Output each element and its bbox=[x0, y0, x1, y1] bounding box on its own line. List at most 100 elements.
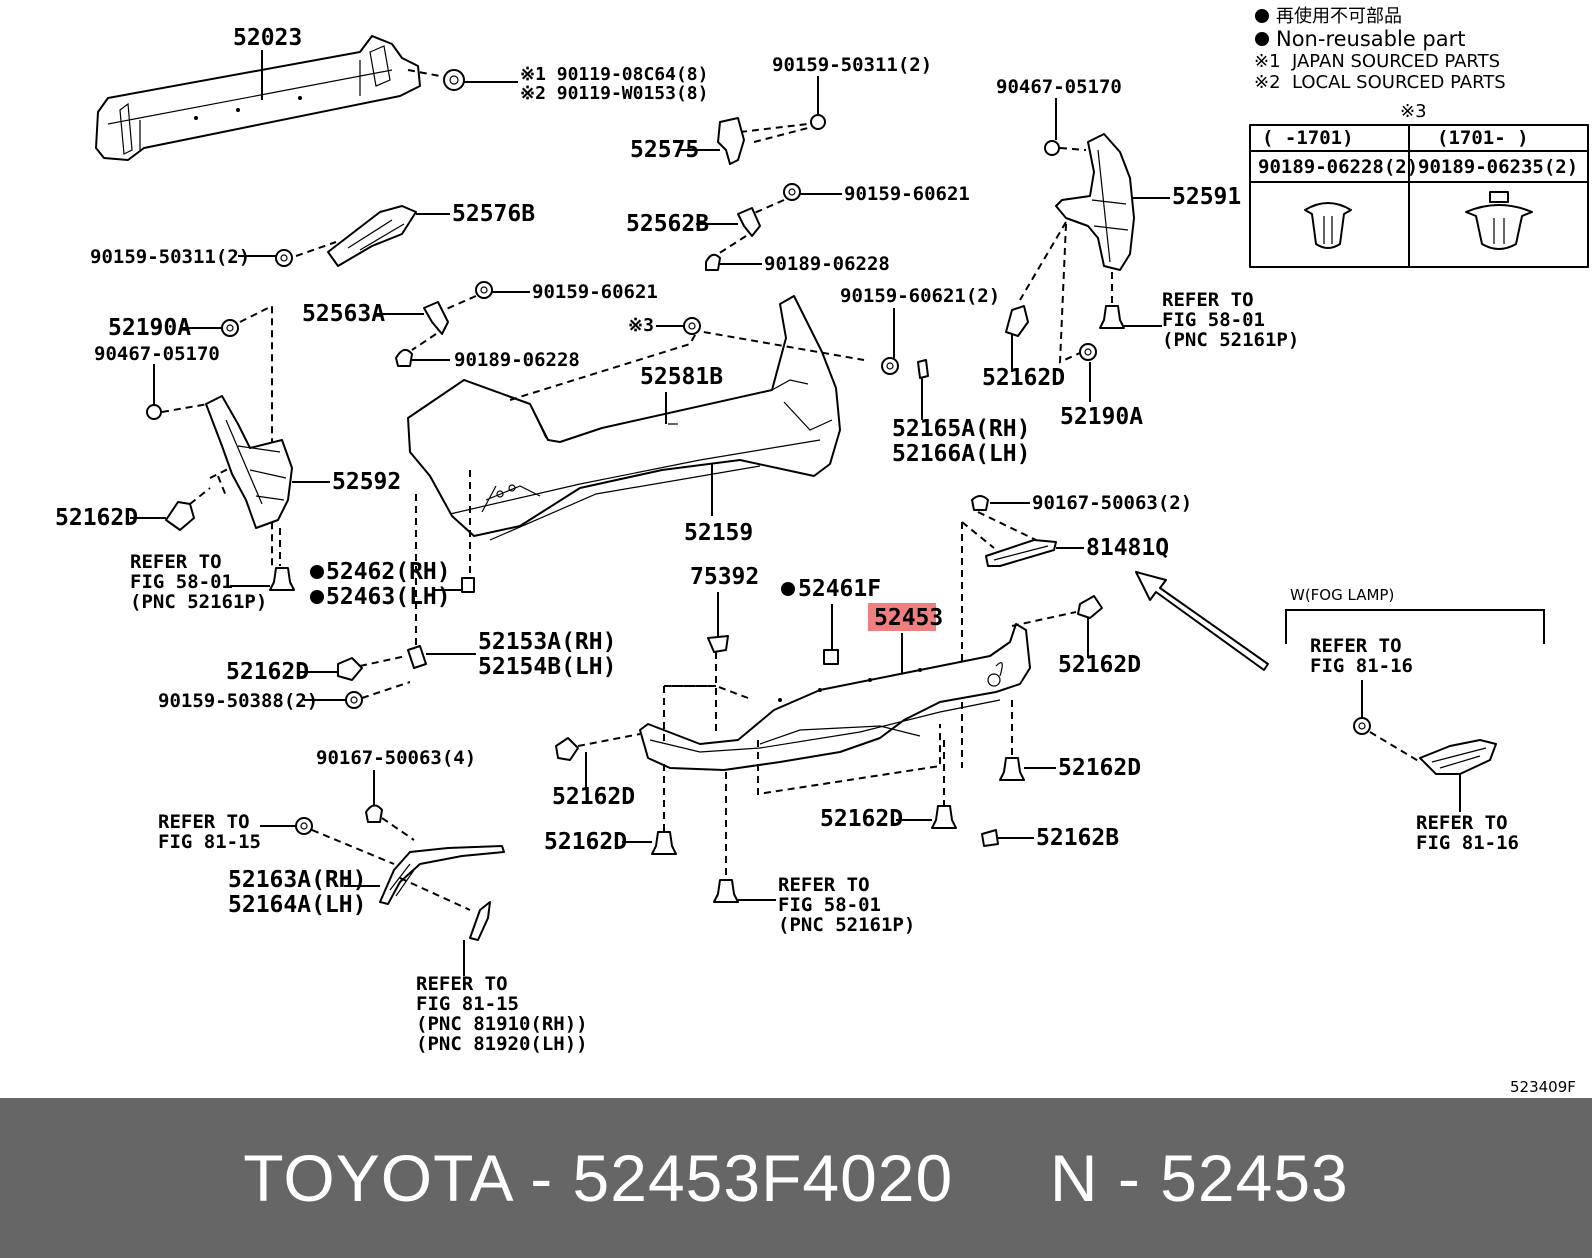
refer-81-16-bottom-line1: REFER TO bbox=[1416, 812, 1508, 834]
clip-icon bbox=[337, 657, 363, 681]
label-52592: 52592 bbox=[332, 469, 401, 495]
label-52162D-r2: 52162D bbox=[1058, 652, 1141, 678]
nonreusable-dot-icon bbox=[1255, 9, 1269, 23]
clip-icon bbox=[1099, 305, 1125, 329]
fog-lamp-housing bbox=[1419, 739, 1497, 775]
label-52159: 52159 bbox=[684, 520, 753, 546]
clip-icon bbox=[705, 253, 721, 271]
clip-icon bbox=[999, 757, 1025, 781]
legend-japan-sourced: JAPAN SOURCED PARTS bbox=[1291, 51, 1500, 72]
bolt-icon bbox=[475, 281, 493, 299]
mudguard-52592 bbox=[205, 395, 293, 529]
label-90159-50311-top: 90159-50311(2) bbox=[772, 54, 932, 76]
legend-mark3: ※3 bbox=[1400, 101, 1427, 122]
part-number-banner: TOYOTA - 52453F4020 N - 52453 bbox=[0, 1098, 1592, 1258]
bracket-52163A bbox=[379, 845, 505, 905]
bolt-icon bbox=[783, 183, 801, 201]
label-52153A: 52153A(RH) bbox=[478, 629, 616, 655]
label-52190A-right: 52190A bbox=[1060, 404, 1143, 430]
label-90159-60621-2: 90159-60621(2) bbox=[840, 285, 1000, 307]
refer-58-01-left-line3: (PNC 52161P) bbox=[130, 591, 267, 613]
label-52165A: 52165A(RH) bbox=[892, 416, 1030, 442]
mudguard-52591 bbox=[1055, 133, 1135, 271]
label-52581B: 52581B bbox=[640, 364, 723, 390]
label-52461F: 52461F bbox=[798, 576, 881, 602]
label-52162D-l1: 52162D bbox=[55, 505, 138, 531]
refer-58-01-right-line3: (PNC 52161P) bbox=[1162, 329, 1299, 351]
label-52162D-c4: 52162D bbox=[1058, 755, 1141, 781]
label-52162D-l2: 52162D bbox=[226, 659, 309, 685]
legend-nonreusable-en: Non-reusable part bbox=[1276, 27, 1465, 51]
bumper-cover-52159 bbox=[407, 295, 841, 541]
label-52462: 52462(RH) bbox=[326, 559, 451, 585]
label-90167-50063-4: 90167-50063(4) bbox=[316, 747, 476, 769]
bracket-52563A bbox=[423, 301, 449, 335]
nonreusable-dot-icon bbox=[1255, 32, 1269, 46]
refer-58-01-right-line1: REFER TO bbox=[1162, 289, 1254, 311]
label-52453-highlight: 52453 bbox=[874, 605, 943, 631]
refer-81-16-top-line1: REFER TO bbox=[1310, 635, 1402, 657]
seal-52165A bbox=[917, 359, 929, 379]
table-col1-header: ( -1701) bbox=[1262, 127, 1354, 149]
label-90159-50311-left: 90159-50311(2) bbox=[90, 246, 250, 268]
clip-icon bbox=[1304, 202, 1352, 249]
label-90189-06228-b: 90189-06228 bbox=[454, 349, 580, 371]
label-90159-60621-a: 90159-60621 bbox=[844, 183, 970, 205]
label-90159-60621-b: 90159-60621 bbox=[532, 281, 658, 303]
nonreusable-dot-icon bbox=[781, 582, 795, 596]
bolt-icon bbox=[345, 691, 363, 709]
legend-local-sourced: LOCAL SOURCED PARTS bbox=[1292, 72, 1506, 93]
refer-81-15-b-line4: (PNC 81920(LH)) bbox=[416, 1033, 588, 1055]
refer-81-15-a-line1: REFER TO bbox=[158, 811, 250, 833]
label-52162D-c3: 52162D bbox=[820, 806, 903, 832]
legend-mark2: ※2 bbox=[1254, 72, 1281, 93]
refer-58-01-left-line2: FIG 58-01 bbox=[130, 571, 233, 593]
label-90159-50388: 90159-50388(2) bbox=[158, 690, 318, 712]
bolt-icon bbox=[275, 249, 293, 267]
nut-icon bbox=[683, 317, 701, 335]
clip-icon bbox=[707, 635, 729, 653]
refer-81-16-bottom-line2: FIG 81-16 bbox=[1416, 832, 1519, 854]
refer-81-15-b-line2: FIG 81-15 bbox=[416, 993, 519, 1015]
refer-81-15-b-line1: REFER TO bbox=[416, 973, 508, 995]
label-90119-a: ※1 90119-08C64(8) bbox=[520, 64, 708, 85]
nonreusable-dot-icon bbox=[310, 565, 324, 579]
label-52162B: 52162B bbox=[1036, 825, 1119, 851]
clip-icon bbox=[269, 567, 295, 591]
lower-bumper-52453[interactable] bbox=[639, 623, 1031, 771]
clip-icon bbox=[971, 495, 989, 511]
clip-icon bbox=[165, 501, 195, 531]
clip-icon bbox=[365, 804, 383, 823]
label-90167-50063-2: 90167-50063(2) bbox=[1032, 492, 1192, 514]
label-mark3: ※3 bbox=[628, 315, 654, 336]
bolt-icon bbox=[810, 114, 826, 130]
direction-arrow-icon bbox=[1135, 571, 1269, 671]
bracket-52575 bbox=[717, 117, 745, 165]
bolt-icon bbox=[1353, 717, 1371, 735]
label-75392: 75392 bbox=[690, 564, 759, 590]
legend: 再使用不可部品 Non-reusable part ※1 JAPAN SOURC… bbox=[1254, 6, 1506, 122]
label-81481Q: 81481Q bbox=[1086, 535, 1169, 561]
legend-mark1: ※1 bbox=[1254, 51, 1281, 72]
bracket-52153A bbox=[407, 645, 427, 669]
label-fog-lamp: W(FOG LAMP) bbox=[1290, 586, 1394, 604]
clip-icon bbox=[555, 737, 579, 761]
label-52563A: 52563A bbox=[302, 301, 385, 327]
table-col2-part: 90189-06235(2) bbox=[1418, 156, 1578, 178]
label-90467-05170-left: 90467-05170 bbox=[94, 343, 220, 365]
bumper-reinforcement bbox=[95, 35, 421, 161]
label-52163A: 52163A(RH) bbox=[228, 867, 366, 893]
bolt-icon bbox=[146, 404, 162, 420]
label-52190A-left: 52190A bbox=[108, 315, 191, 341]
refer-58-01-bottom-line2: FIG 58-01 bbox=[778, 894, 881, 916]
nut-icon bbox=[1079, 343, 1097, 361]
bolt-icon bbox=[1044, 140, 1060, 156]
clip-icon bbox=[931, 805, 957, 829]
label-52162D-r1: 52162D bbox=[982, 365, 1065, 391]
highlight-box bbox=[868, 603, 936, 631]
bolt-icon bbox=[295, 817, 313, 835]
clip-icon bbox=[1077, 595, 1103, 619]
nonreusable-dot-icon bbox=[310, 590, 324, 604]
clip-icon bbox=[395, 348, 413, 367]
reflector-81910 bbox=[469, 901, 491, 941]
